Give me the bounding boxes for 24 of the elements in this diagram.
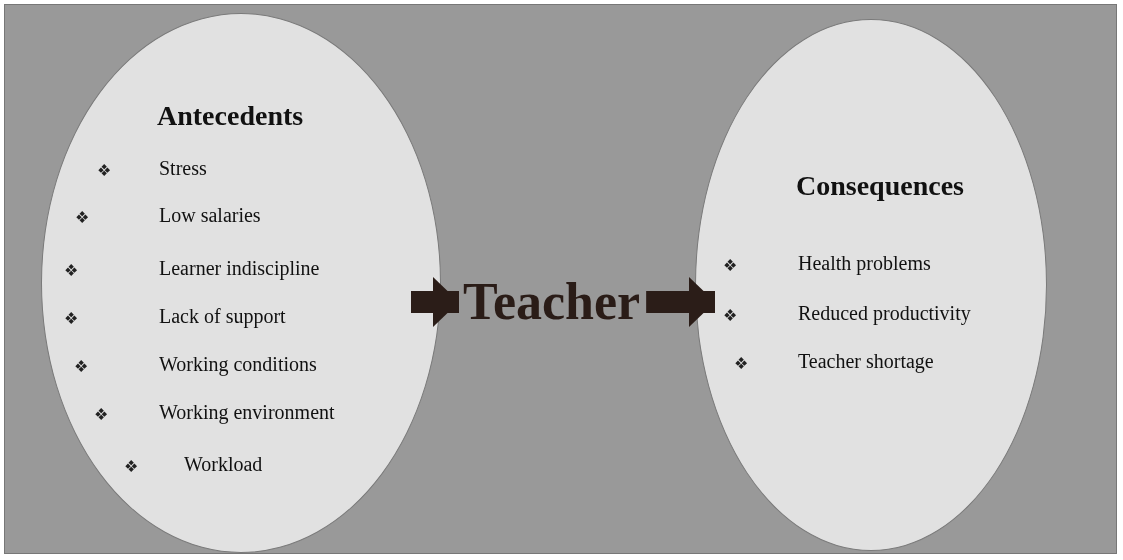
bullet-mark: ❖ xyxy=(124,459,138,475)
list-item: Stress xyxy=(159,157,207,180)
list-item: Low salaries xyxy=(159,204,261,227)
bullet-mark: ❖ xyxy=(94,407,108,423)
bullet-mark: ❖ xyxy=(64,311,78,327)
center-label: Teacher xyxy=(463,276,641,328)
list-item: Workload xyxy=(184,453,263,476)
list-item: Health problems xyxy=(798,252,931,275)
bullet-mark: ❖ xyxy=(75,210,89,226)
bullet-mark: ❖ xyxy=(97,163,111,179)
heading: Antecedents xyxy=(157,100,304,132)
list-item: Working environment xyxy=(159,401,335,424)
list-item: Teacher shortage xyxy=(798,350,934,373)
heading: Consequences xyxy=(796,170,964,202)
list-item: Learner indiscipline xyxy=(159,257,320,280)
bullet-mark: ❖ xyxy=(64,263,78,279)
bullet-mark: ❖ xyxy=(723,258,737,274)
list-item: Working conditions xyxy=(159,353,317,376)
list-item: Lack of support xyxy=(159,305,286,328)
bullet-mark: ❖ xyxy=(734,356,748,372)
list-item: Reduced productivity xyxy=(798,302,971,325)
block-arrow xyxy=(411,277,459,327)
bullet-mark: ❖ xyxy=(74,359,88,375)
bullet-mark: ❖ xyxy=(723,308,737,324)
